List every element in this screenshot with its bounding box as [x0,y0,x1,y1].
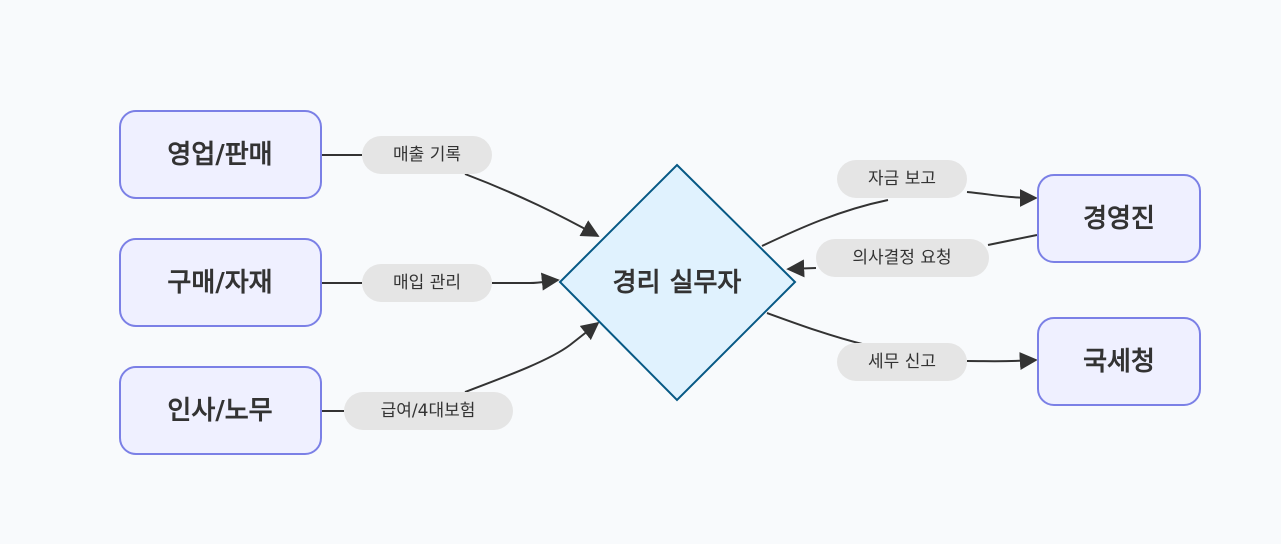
node-purchase-label: 구매/자재 [167,268,272,298]
node-hr-label: 인사/노무 [167,396,272,426]
edge-label-purchase-text: 매입 관리 [393,273,461,293]
edge-label-fund-text: 자금 보고 [868,169,936,189]
edge-label-tax-text: 세무 신고 [868,352,936,372]
node-hr[interactable]: 인사/노무 [119,366,322,455]
edge-label-sales-text: 매출 기록 [393,145,461,165]
node-sales[interactable]: 영업/판매 [119,110,322,199]
node-purchase[interactable]: 구매/자재 [119,238,322,327]
edge-sales-to-center [322,154,598,236]
edge-label-sales: 매출 기록 [362,136,492,174]
edge-purchase-to-center [322,280,558,283]
node-nts[interactable]: 국세청 [1037,317,1201,406]
edge-label-fund: 자금 보고 [837,160,967,198]
node-exec[interactable]: 경영진 [1037,174,1201,263]
node-center[interactable]: 경리 실무자 [558,163,797,402]
edge-label-decision: 의사결정 요청 [816,239,989,277]
node-sales-label: 영업/판매 [167,140,272,170]
edge-center-to-nts [766,312,1036,361]
edge-label-purchase: 매입 관리 [362,264,492,302]
node-exec-label: 경영진 [1083,204,1155,234]
edge-exec-to-center [788,234,1038,269]
edge-label-hr-text: 급여/4대보험 [381,401,476,421]
edge-hr-to-center [322,323,598,412]
node-center-label: 경리 실무자 [613,268,742,298]
edge-label-hr: 급여/4대보험 [344,392,513,430]
edge-label-tax: 세무 신고 [837,343,967,381]
edge-label-decision-text: 의사결정 요청 [852,248,951,268]
edge-center-to-exec [761,192,1036,247]
node-nts-label: 국세청 [1083,347,1155,377]
